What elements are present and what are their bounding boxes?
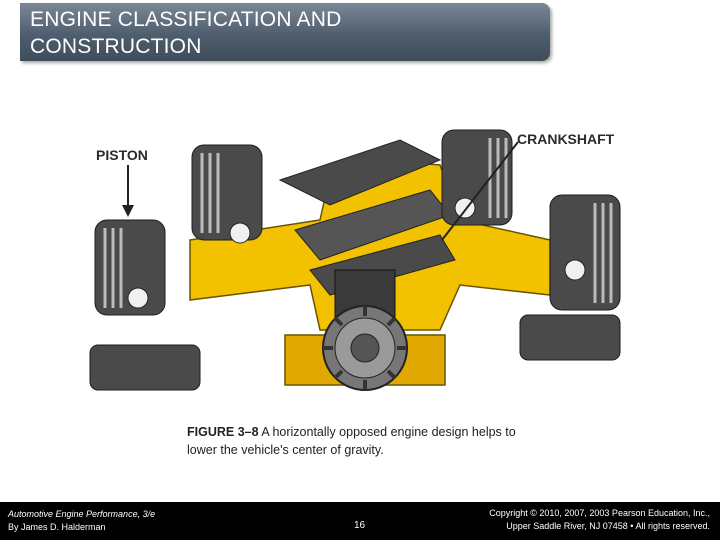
figure-caption: FIGURE 3–8 A horizontally opposed engine…	[187, 423, 527, 459]
crankshaft-gear	[322, 269, 408, 391]
piston-upper-left	[191, 144, 263, 244]
slide-footer: Automotive Engine Performance, 3/e By Ja…	[0, 502, 720, 540]
copyright-line-2: Upper Saddle River, NJ 07458 • All right…	[506, 521, 710, 531]
copyright-line-1: Copyright © 2010, 2007, 2003 Pearson Edu…	[489, 508, 710, 518]
slide-title-line-1: ENGINE CLASSIFICATION AND	[30, 8, 342, 31]
footer-copyright: Copyright © 2010, 2007, 2003 Pearson Edu…	[489, 507, 710, 533]
footer-author: By James D. Halderman	[8, 522, 106, 532]
piston-lower-left	[89, 344, 201, 391]
crankshaft-label: CRANKSHAFT	[517, 131, 615, 147]
piston-right	[549, 194, 621, 311]
page-number: 16	[354, 520, 366, 531]
engine-illustration: PISTON CRANKSHAFT	[80, 120, 680, 410]
footer-book-info: Automotive Engine Performance, 3/e By Ja…	[8, 508, 155, 534]
slide-title-bar: ENGINE CLASSIFICATION AND CONSTRUCTION	[0, 0, 552, 64]
title-banner	[20, 3, 550, 61]
piston-label: PISTON	[96, 147, 148, 163]
slide-title: ENGINE CLASSIFICATION AND CONSTRUCTION	[30, 6, 530, 60]
piston-arrow	[122, 165, 134, 217]
slide-title-line-2: CONSTRUCTION	[30, 35, 202, 58]
piston-lower-right	[519, 314, 621, 361]
figure-caption-text: A horizontally opposed engine design hel…	[187, 425, 516, 457]
footer-course-title: Automotive Engine Performance, 3/e	[8, 509, 156, 519]
horizontally-opposed-engine-drawing	[89, 129, 621, 391]
piston-upper-right	[441, 129, 513, 226]
piston-left	[94, 219, 166, 316]
crankshaft-pointer-line	[441, 141, 519, 241]
figure-number: FIGURE 3–8	[187, 425, 259, 439]
crankshaft-throw-1	[278, 139, 442, 206]
